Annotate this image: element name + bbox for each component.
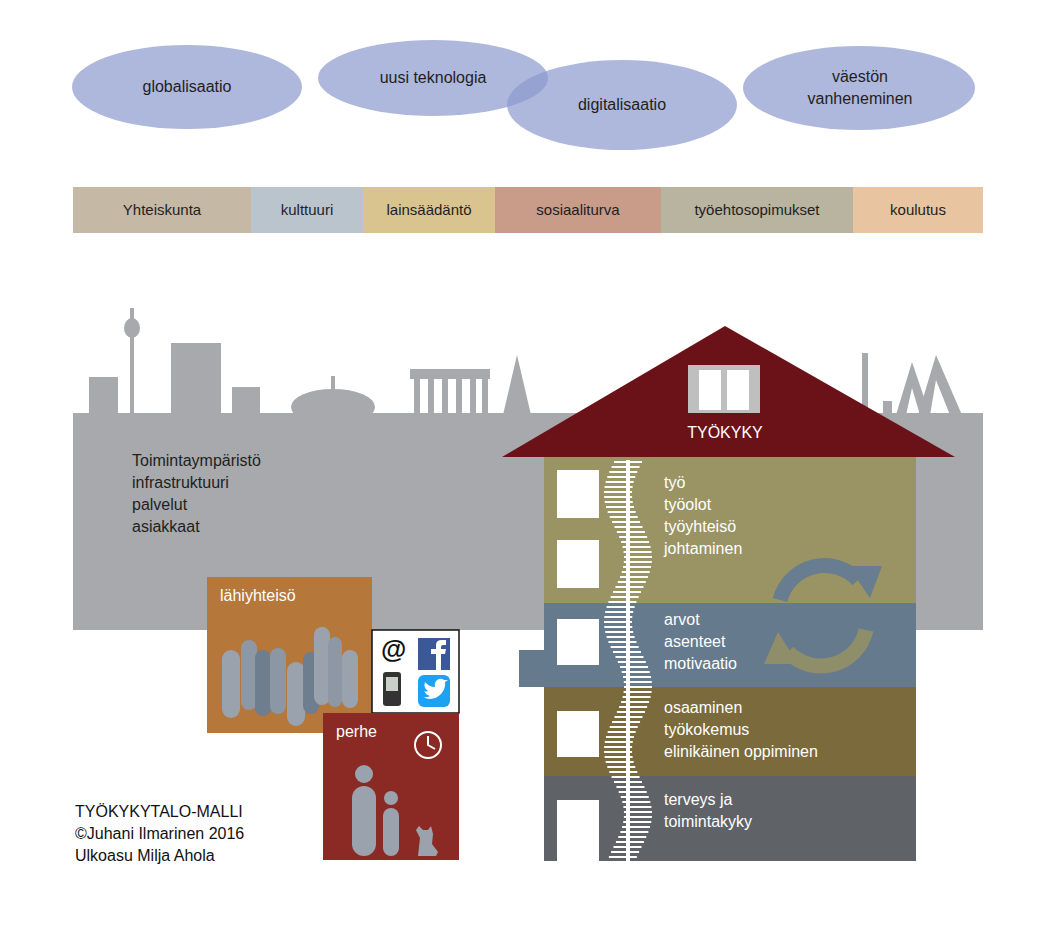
node-text: uusi teknologia <box>380 67 487 89</box>
node-text: motivaatio <box>664 653 844 675</box>
node-text: työolot <box>664 494 904 516</box>
email-symbol: @ <box>381 634 406 664</box>
node-text: terveys ja toimintakyky <box>664 789 789 833</box>
node-text: arvot <box>664 609 844 631</box>
node-text: TYÖKYKY <box>687 422 763 444</box>
node-text: työehtosopimukset <box>694 199 819 221</box>
node-text: kulttuuri <box>281 199 334 221</box>
node-text: Toimintaympäristö <box>132 450 493 472</box>
context-band: työehtosopimukset <box>661 187 853 233</box>
community-box: lähiyhteisö <box>207 577 372 607</box>
credit-text: TYÖKYKYTALO-MALLI <box>75 801 243 823</box>
node-text: koulutus <box>890 199 946 221</box>
node-text: Yhteiskunta <box>123 199 201 221</box>
node-text: työ <box>664 472 904 494</box>
node-text: digitalisaatio <box>578 94 666 116</box>
node-text: työyhteisö <box>664 516 904 538</box>
house-floor: osaaminentyökokemuselinikäinen oppiminen <box>664 697 904 769</box>
node-text: perhe <box>336 721 423 743</box>
family-box: perhe <box>323 713 423 743</box>
node-text: globalisaatio <box>143 76 232 98</box>
house-roof: TYÖKYKY <box>640 420 810 446</box>
node-text: lähiyhteisö <box>220 585 372 607</box>
house-floor: terveys ja toimintakyky <box>664 789 789 839</box>
house-floor: arvotasenteetmotivaatio <box>664 609 844 681</box>
trend-ellipse: digitalisaatio <box>532 82 712 128</box>
trend-ellipse: globalisaatio <box>87 57 287 117</box>
node-text: väestön vanheneminen <box>790 66 930 110</box>
context-band: kulttuuri <box>251 187 363 233</box>
node-text: sosiaaliturva <box>536 199 619 221</box>
node-text: asiakkaat <box>132 516 493 538</box>
credit-text: ©Juhani Ilmarinen 2016 <box>75 823 244 845</box>
trend-ellipse: uusi teknologia <box>333 50 533 106</box>
node-text: lainsäädäntö <box>386 199 471 221</box>
trend-ellipse: väestön vanheneminen <box>790 60 930 116</box>
node-text: osaaminen <box>664 697 904 719</box>
context-band: lainsäädäntö <box>363 187 495 233</box>
context-band: sosiaaliturva <box>495 187 661 233</box>
node-text: työkokemus <box>664 719 904 741</box>
node-text: asenteet <box>664 631 844 653</box>
context-band: koulutus <box>853 187 983 233</box>
credit-text: Ulkoasu Milja Ahola <box>75 845 215 867</box>
house-floor: työtyöolottyöyhteisöjohtaminen <box>664 472 904 592</box>
node-text: johtaminen <box>664 538 904 560</box>
node-text: elinikäinen oppiminen <box>664 741 904 763</box>
context-band: Yhteiskunta <box>73 187 251 233</box>
node-text: palvelut <box>132 494 493 516</box>
node-text: infrastruktuuri <box>132 472 493 494</box>
